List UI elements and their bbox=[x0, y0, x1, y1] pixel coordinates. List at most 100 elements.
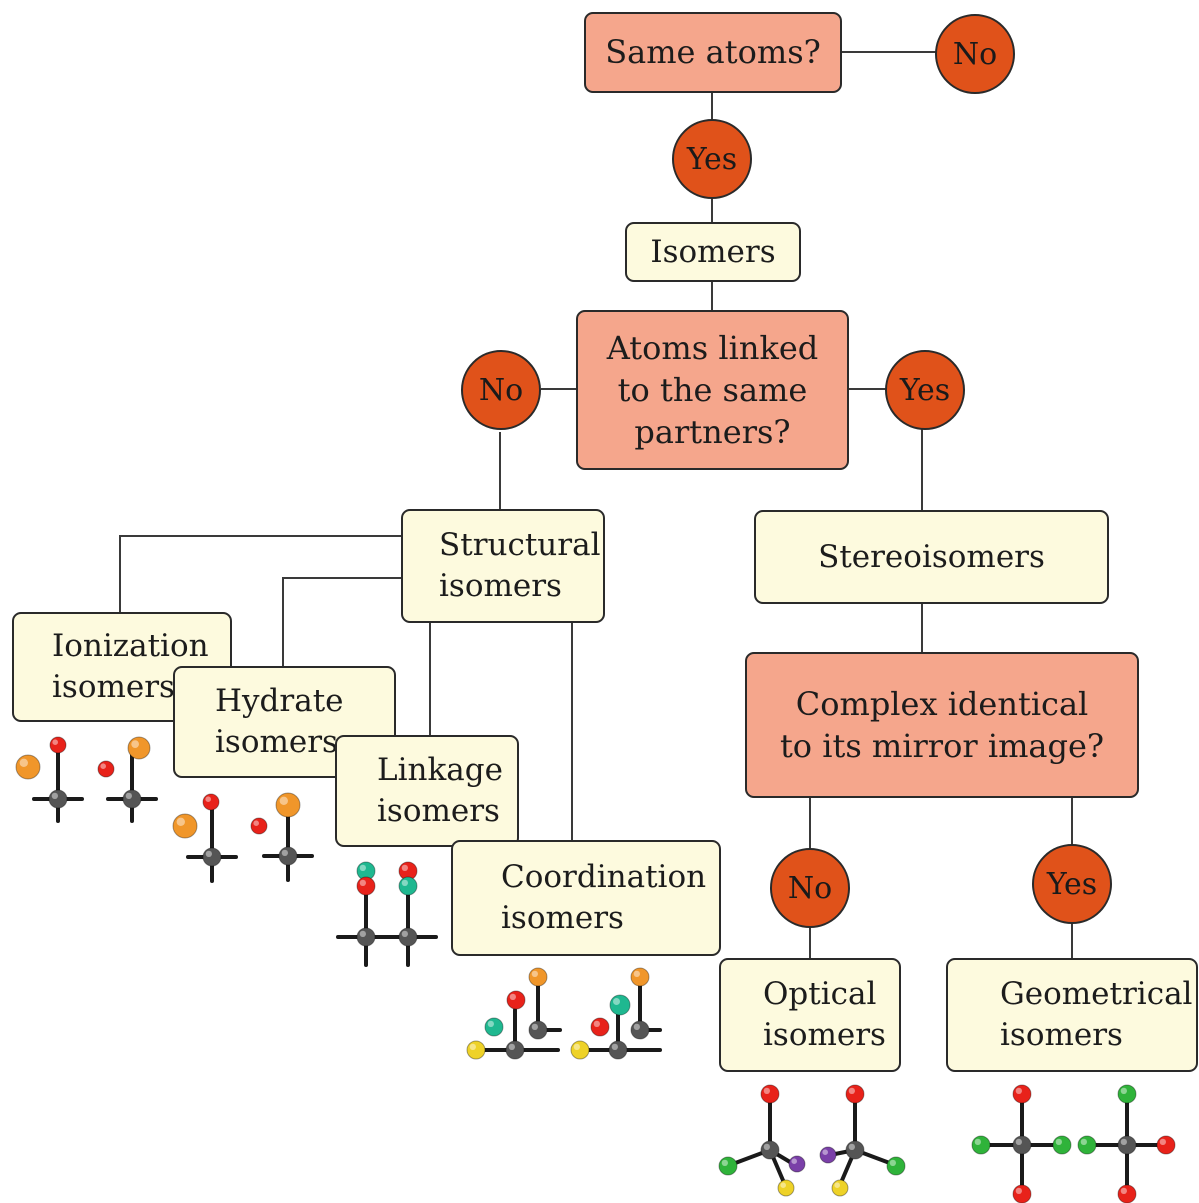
answer-no-circle: No bbox=[770, 848, 850, 928]
red-atom bbox=[1012, 1184, 1032, 1203]
structural-isomers-box: Structural isomers bbox=[401, 509, 605, 623]
red-atom bbox=[49, 736, 67, 754]
green-atom bbox=[971, 1135, 991, 1155]
atom-highlight bbox=[52, 739, 58, 745]
atom-highlight bbox=[1080, 1138, 1087, 1145]
answer-no-circle: No bbox=[461, 350, 541, 430]
green-atom bbox=[1052, 1135, 1072, 1155]
orange-atom bbox=[630, 967, 650, 987]
isomers-box: Isomers bbox=[625, 222, 801, 282]
metal-atom bbox=[398, 927, 418, 947]
yellow-atom bbox=[570, 1040, 590, 1060]
atom-highlight bbox=[1159, 1138, 1166, 1145]
question-text: Same atoms? bbox=[605, 33, 821, 72]
metal-atom bbox=[528, 1020, 548, 1040]
teal-atom bbox=[398, 876, 418, 896]
atom-highlight bbox=[125, 792, 132, 799]
orange-atom bbox=[275, 792, 301, 818]
metal-atom bbox=[122, 789, 142, 809]
atom-highlight bbox=[593, 1020, 600, 1027]
answer-yes-circle: Yes bbox=[1032, 844, 1112, 924]
atom-highlight bbox=[51, 792, 58, 799]
red-atom bbox=[506, 990, 526, 1010]
atom-highlight bbox=[359, 879, 366, 886]
atom-highlight bbox=[889, 1159, 896, 1166]
atom-highlight bbox=[205, 850, 213, 857]
atom-highlight bbox=[822, 1149, 828, 1155]
red-atom bbox=[760, 1084, 780, 1104]
metal-atom bbox=[48, 789, 68, 809]
atom-highlight bbox=[176, 817, 185, 826]
answer-yes-circle: Yes bbox=[885, 350, 965, 430]
atom-highlight bbox=[279, 796, 288, 805]
atom-highlight bbox=[974, 1138, 981, 1145]
metal-atom bbox=[278, 846, 298, 866]
yellow-atom bbox=[777, 1179, 795, 1197]
answer-yes-circle: Yes bbox=[672, 119, 752, 199]
red-atom bbox=[356, 876, 376, 896]
atom-highlight bbox=[401, 879, 408, 886]
atom-highlight bbox=[763, 1087, 770, 1094]
metal-atom bbox=[1117, 1135, 1137, 1155]
atom-highlight bbox=[1015, 1087, 1022, 1094]
atom-highlight bbox=[131, 740, 139, 749]
orange-atom bbox=[528, 967, 548, 987]
red-atom bbox=[250, 817, 268, 835]
atom-highlight bbox=[1120, 1087, 1127, 1094]
answer-no-circle: No bbox=[935, 14, 1015, 94]
atom-highlight bbox=[848, 1143, 855, 1150]
question-linked-partners: Atoms linked to the same partners? bbox=[576, 310, 849, 470]
red-atom bbox=[845, 1084, 865, 1104]
orange-atom bbox=[127, 736, 151, 760]
yellow-atom bbox=[831, 1179, 849, 1197]
atom-highlight bbox=[611, 1043, 618, 1050]
red-atom bbox=[1156, 1135, 1176, 1155]
atom-highlight bbox=[401, 864, 408, 871]
orange-atom bbox=[172, 813, 198, 839]
orange-atom bbox=[15, 754, 41, 780]
atom-highlight bbox=[791, 1158, 797, 1164]
green-atom bbox=[1077, 1135, 1097, 1155]
metal-atom bbox=[608, 1040, 628, 1060]
green-atom bbox=[1117, 1084, 1137, 1104]
atom-highlight bbox=[1055, 1138, 1062, 1145]
atom-highlight bbox=[531, 970, 538, 977]
red-atom bbox=[97, 760, 115, 778]
atom-highlight bbox=[1015, 1187, 1022, 1194]
purple-atom bbox=[788, 1155, 806, 1173]
yellow-atom bbox=[466, 1040, 486, 1060]
metal-atom bbox=[760, 1140, 780, 1160]
hydrate-isomers-box: Hydrate isomers bbox=[173, 666, 396, 778]
red-atom bbox=[1012, 1084, 1032, 1104]
red-atom bbox=[202, 793, 220, 811]
atom-highlight bbox=[573, 1043, 580, 1050]
metal-atom bbox=[630, 1020, 650, 1040]
atom-highlight bbox=[1120, 1187, 1127, 1194]
stereoisomers-box: Stereoisomers bbox=[754, 510, 1109, 604]
green-atom bbox=[886, 1156, 906, 1176]
atom-highlight bbox=[613, 998, 620, 1005]
atom-highlight bbox=[19, 758, 28, 767]
atom-highlight bbox=[848, 1087, 855, 1094]
atom-highlight bbox=[780, 1182, 786, 1188]
geometrical-isomers-box: Geometrical isomers bbox=[946, 958, 1198, 1072]
atom-highlight bbox=[531, 1023, 538, 1030]
red-atom bbox=[1117, 1184, 1137, 1203]
metal-atom bbox=[845, 1140, 865, 1160]
atom-highlight bbox=[509, 993, 516, 1000]
metal-atom bbox=[356, 927, 376, 947]
purple-atom bbox=[819, 1146, 837, 1164]
teal-atom bbox=[609, 994, 631, 1016]
question-same-atoms: Same atoms? bbox=[584, 12, 842, 93]
atom-highlight bbox=[281, 849, 288, 856]
red-atom bbox=[590, 1017, 610, 1037]
question-mirror-image: Complex identical to its mirror image? bbox=[745, 652, 1139, 798]
metal-atom bbox=[202, 847, 222, 867]
atom-highlight bbox=[633, 1023, 640, 1030]
optical-isomers-box: Optical isomers bbox=[719, 958, 901, 1072]
atom-highlight bbox=[253, 820, 259, 826]
atom-highlight bbox=[359, 864, 366, 871]
atom-highlight bbox=[205, 796, 211, 802]
